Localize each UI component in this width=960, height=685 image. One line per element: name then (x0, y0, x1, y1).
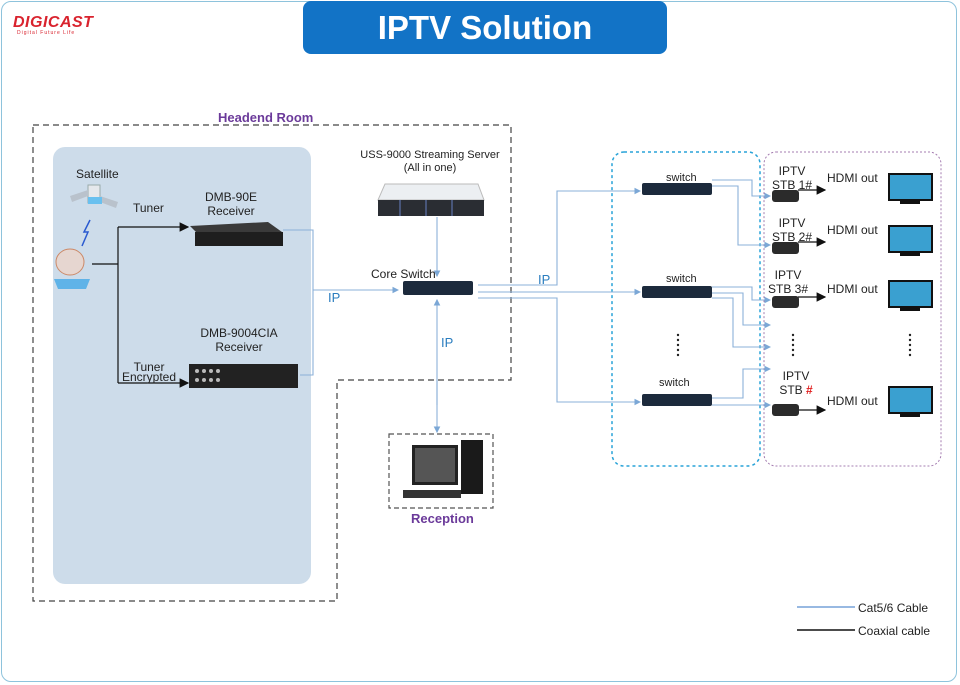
tv-icon-1 (888, 173, 933, 204)
stb3-line2: STB 3# (767, 282, 809, 296)
coaxial-lines (92, 185, 827, 415)
stb2-line2: STB 2# (771, 230, 813, 244)
stb-icon-1 (772, 190, 799, 202)
reception-label: Reception (411, 511, 474, 526)
streaming-server-icon (377, 183, 485, 216)
server-name: USS-9000 Streaming Server (360, 149, 500, 161)
stbn-suffix: # (805, 383, 813, 397)
stb1-line2: STB 1# (771, 178, 813, 192)
switch-icon-1 (642, 183, 712, 195)
stbn-line1: IPTV (782, 369, 810, 383)
dmb-90e-receiver-icon (190, 222, 283, 246)
tv-icon-3 (888, 280, 933, 311)
logo-brand: DIGICAST (13, 14, 94, 31)
server-subtitle: (All in one) (403, 162, 457, 174)
stb-icon-n (772, 404, 799, 416)
switch-group-border (611, 151, 761, 467)
switch-icon-2 (642, 286, 712, 298)
page-title: IPTV Solution (377, 8, 593, 46)
stb2-line1: IPTV (778, 216, 806, 230)
reception-border (388, 433, 494, 509)
cat5-lines (283, 179, 772, 434)
receiver2-type: Receiver (215, 340, 263, 354)
digicast-logo: DIGICAST Digital Future Life (13, 14, 93, 36)
hdmi-label-1: HDMI out (827, 171, 878, 185)
satellite-dish-icon (54, 248, 90, 289)
headend-room-border (32, 124, 512, 602)
legend-coax-label: Coaxial cable (858, 624, 931, 638)
ellipsis-dots (676, 333, 912, 357)
receiver1-name: DMB-90E (204, 190, 257, 204)
core-switch-label: Core Switch (371, 267, 436, 281)
switch-label-2: switch (666, 273, 697, 285)
hdmi-label-3: HDMI out (827, 282, 878, 296)
ip-label-out: IP (538, 272, 551, 287)
computer-icon (403, 440, 483, 498)
stb-group-border (763, 151, 942, 467)
tv-icon-2 (888, 225, 933, 256)
core-switch-icon (403, 281, 473, 295)
hdmi-label-2: HDMI out (827, 223, 878, 237)
satellite-icon (70, 184, 118, 208)
receiver1-type: Receiver (207, 204, 255, 218)
stb3-line1: IPTV (774, 268, 802, 282)
tuner2-line2: Encrypted (122, 370, 177, 384)
tuner2-line1: Tuner (133, 360, 165, 374)
logo-tagline: Digital Future Life (17, 30, 76, 36)
stbn-line2: STB (779, 383, 806, 397)
hdmi-label-n: HDMI out (827, 394, 878, 408)
server-label: USS-9000 Streaming Server(All in one) (360, 149, 500, 175)
receiver2-name: DMB-9004CIA (200, 326, 278, 340)
stb-icon-3 (772, 296, 799, 308)
title-banner: IPTV Solution (303, 1, 667, 54)
stb-icon-2 (772, 242, 799, 254)
ip-label-in: IP (328, 290, 341, 305)
stb1-line1: IPTV (778, 164, 806, 178)
headend-room-label: Headend Room (218, 110, 314, 125)
switch-label-3: switch (659, 377, 690, 389)
tv-icons (888, 173, 933, 417)
switch-label-1: switch (666, 172, 697, 184)
switch-icon-3 (642, 394, 712, 406)
signal-icon (81, 219, 91, 247)
tuner-label: Tuner (133, 201, 164, 215)
satellite-label: Satellite (76, 167, 119, 181)
legend-cat5-label: Cat5/6 Cable (858, 601, 929, 615)
ip-label-reception: IP (441, 335, 454, 350)
tv-icon-n (888, 386, 933, 417)
dmb-9004cia-receiver-icon (189, 364, 298, 388)
